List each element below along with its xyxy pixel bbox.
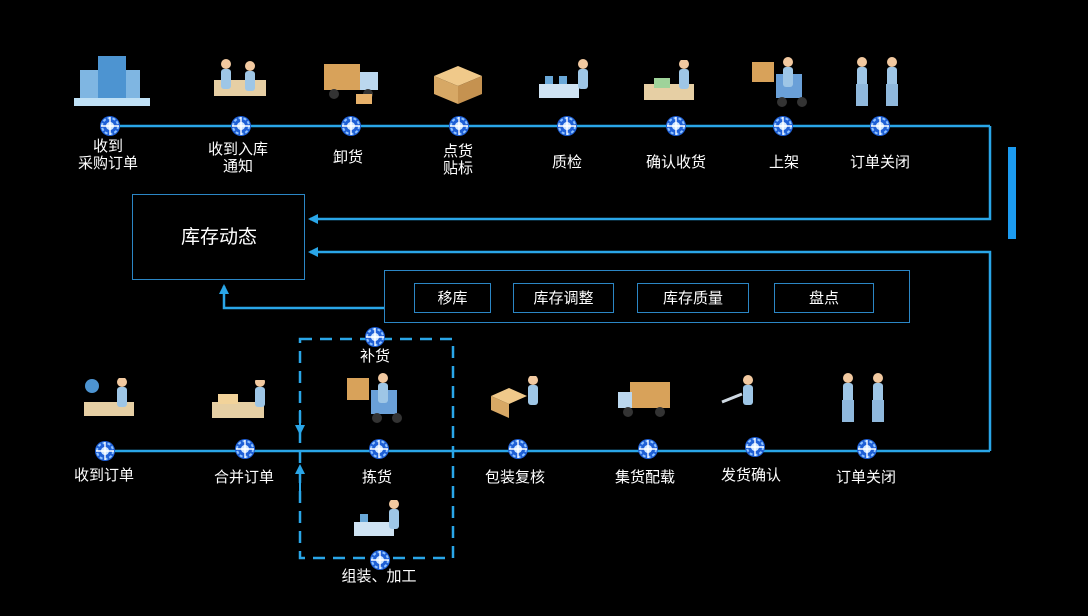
- outbound-step-4-label: 包装复核: [484, 468, 546, 486]
- assembly-label: 组装、加工: [341, 567, 417, 585]
- inbound-step-3-label: 卸货: [332, 148, 364, 166]
- inventory-actions-panel: [384, 270, 910, 323]
- outbound-to-stock-arrow: [308, 247, 992, 451]
- inbound-node-4: [448, 115, 470, 137]
- confirm-receipt-icon: [640, 59, 702, 110]
- inbound-step-2-label: 收到入库 通知: [207, 140, 269, 175]
- merge-order-icon: [208, 377, 274, 428]
- outbound-step-7-label: 订单关闭: [835, 468, 897, 486]
- handshake-icon: [848, 56, 906, 114]
- picking-forklift-icon: [343, 372, 407, 428]
- replenish-label: 补货: [359, 347, 391, 365]
- action-stock-quality[interactable]: 库存质量: [637, 283, 749, 313]
- outbound-node-7: [856, 438, 878, 460]
- inbound-node-6: [665, 115, 687, 137]
- desk-worker-icon: [210, 58, 270, 108]
- outbound-step-6-label: 发货确认: [720, 466, 782, 484]
- inspection-worker-icon: [535, 58, 597, 110]
- assembly-worker-icon: [350, 499, 406, 550]
- inventory-title: 库存动态: [180, 226, 257, 248]
- inbound-step-4-label: 点货 贴标: [442, 142, 474, 177]
- action-move-stock[interactable]: 移库: [414, 283, 491, 313]
- outbound-step-1-label: 收到订单: [73, 466, 135, 484]
- office-building-icon: [72, 48, 152, 112]
- right-accent-bar: [1008, 147, 1016, 239]
- shipping-confirm-icon: [718, 374, 768, 430]
- outbound-step-2-label: 合并订单: [213, 468, 275, 486]
- action-stock-adjust[interactable]: 库存调整: [513, 283, 614, 313]
- inbound-to-stock-arrow: [308, 126, 992, 224]
- actions-to-stock-arrow: [219, 284, 385, 310]
- inbound-step-1-label: 收到 采购订单: [77, 137, 139, 172]
- outbound-node-4: [507, 438, 529, 460]
- order-desk-icon: [78, 377, 142, 428]
- forklift-icon: [748, 56, 814, 112]
- action-stock-count[interactable]: 盘点: [774, 283, 874, 313]
- inbound-node-8: [869, 115, 891, 137]
- inbound-node-7: [772, 115, 794, 137]
- outbound-node-3: [368, 438, 390, 460]
- outbound-step-3-label: 拣货: [361, 468, 393, 486]
- inbound-step-6-label: 确认收货: [645, 153, 707, 171]
- assembly-node: [369, 549, 391, 571]
- inbound-step-7-label: 上架: [768, 153, 800, 171]
- inventory-box: [132, 194, 305, 280]
- inbound-node-2: [230, 115, 252, 137]
- inbound-node-3: [340, 115, 362, 137]
- packing-check-icon: [487, 375, 545, 426]
- inbound-step-8-label: 订单关闭: [849, 153, 911, 171]
- inbound-node-1: [99, 115, 121, 137]
- inbound-node-5: [556, 115, 578, 137]
- unloading-truck-icon: [320, 58, 384, 110]
- outbound-node-1: [94, 440, 116, 462]
- cardboard-box-icon: [430, 62, 486, 110]
- loading-truck-icon: [614, 376, 678, 428]
- handshake-icon: [834, 372, 892, 428]
- outbound-node-6: [744, 436, 766, 458]
- outbound-node-2: [234, 438, 256, 460]
- replenish-node: [364, 326, 386, 348]
- outbound-node-5: [637, 438, 659, 460]
- inbound-step-5-label: 质检: [551, 153, 583, 171]
- outbound-step-5-label: 集货配载: [614, 468, 676, 486]
